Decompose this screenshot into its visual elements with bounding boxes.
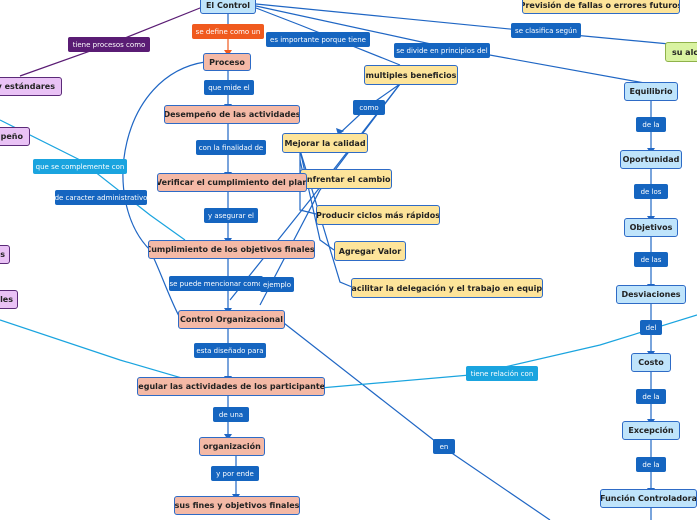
link-en[interactable]: en bbox=[433, 439, 455, 454]
node-verificar-plan[interactable]: Verificar el cumplimiento del plan bbox=[157, 173, 307, 192]
node-desviaciones[interactable]: Desviaciones bbox=[616, 285, 686, 304]
node-estandares[interactable]: e y estándares bbox=[0, 77, 62, 96]
node-left-s[interactable]: s bbox=[0, 245, 10, 264]
link-que-se-complementa[interactable]: que se complemente con bbox=[33, 159, 127, 174]
node-objetivos[interactable]: Objetivos bbox=[624, 218, 678, 237]
node-control-organizacional[interactable]: Control Organizacional bbox=[178, 310, 285, 329]
connector bbox=[229, 83, 401, 301]
node-oportunidad[interactable]: Oportunidad bbox=[620, 150, 682, 169]
node-mejorar-calidad[interactable]: Mejorar la calidad bbox=[282, 133, 368, 153]
connector bbox=[255, 7, 401, 66]
node-el-control[interactable]: El Control bbox=[200, 0, 256, 14]
link-se-clasifica[interactable]: se clasifica según bbox=[511, 23, 581, 38]
connector bbox=[0, 314, 697, 396]
node-su-alc[interactable]: su alc bbox=[665, 42, 697, 62]
node-multiples-beneficios[interactable]: multiples beneficios bbox=[364, 65, 458, 85]
node-facilitar-delegacion[interactable]: Facilitar la delegación y el trabajo en … bbox=[351, 278, 543, 298]
link-de-la-excepcion[interactable]: de la bbox=[636, 457, 666, 472]
node-agregar-valor[interactable]: Agregar Valor bbox=[334, 241, 406, 261]
node-regular-actividades[interactable]: Regular las actividades de los participa… bbox=[137, 377, 325, 396]
node-desempeno-actividades[interactable]: Desempeño de las actividades bbox=[164, 105, 300, 124]
node-proceso[interactable]: Proceso bbox=[203, 53, 251, 71]
link-de-los-oportunidad[interactable]: de los bbox=[634, 184, 668, 199]
node-enfrentar-cambio[interactable]: Enfrentar el cambio bbox=[300, 169, 392, 189]
link-y-por-ende[interactable]: y por ende bbox=[211, 466, 259, 481]
node-equilibrio[interactable]: Equilibrio bbox=[624, 82, 678, 101]
link-se-define[interactable]: se define como un bbox=[192, 24, 264, 39]
link-como[interactable]: como bbox=[353, 100, 385, 115]
link-se-puede-mencionar[interactable]: se puede mencionar como bbox=[169, 276, 263, 291]
node-desempeno-partial[interactable]: peño bbox=[0, 127, 30, 146]
node-costo[interactable]: Costo bbox=[631, 353, 671, 372]
connector bbox=[299, 149, 353, 288]
link-tiene-procesos[interactable]: tiene procesos como bbox=[68, 37, 150, 52]
link-ejemplo[interactable]: ejemplo bbox=[260, 277, 294, 292]
node-left-les[interactable]: les bbox=[0, 290, 18, 309]
link-de-las-objetivos[interactable]: de las bbox=[634, 252, 668, 267]
node-producir-ciclos[interactable]: Producir ciclos más rápidos bbox=[316, 205, 440, 225]
connector bbox=[122, 61, 206, 319]
link-de-una[interactable]: de una bbox=[213, 407, 249, 422]
link-de-la-costo[interactable]: de la bbox=[636, 389, 666, 404]
link-y-asegurar[interactable]: y asegurar el bbox=[204, 208, 258, 223]
link-de-la-equilibrio[interactable]: de la bbox=[636, 117, 666, 132]
link-que-mide[interactable]: que mide el bbox=[204, 80, 254, 95]
link-de-caracter[interactable]: de caracter administrativo bbox=[55, 190, 147, 205]
link-se-divide[interactable]: se divide en principios del bbox=[394, 43, 490, 58]
link-esta-disenado[interactable]: esta diseñado para bbox=[194, 343, 266, 358]
link-con-la-finalidad[interactable]: con la finalidad de bbox=[196, 140, 266, 155]
node-organizacion[interactable]: organización bbox=[199, 437, 265, 456]
node-excepcion[interactable]: Excepción bbox=[622, 421, 680, 440]
link-del-desviaciones[interactable]: del bbox=[640, 320, 662, 335]
node-funcion-controladora[interactable]: Función Controladora bbox=[600, 489, 697, 508]
link-tiene-relacion[interactable]: tiene relación con bbox=[466, 366, 538, 381]
link-es-importante[interactable]: es importante porque tiene bbox=[266, 32, 370, 47]
connector bbox=[279, 319, 551, 520]
node-sus-fines[interactable]: sus fines y objetivos finales bbox=[174, 496, 300, 515]
node-prevision[interactable]: Previsión de fallas o errores futuros bbox=[522, 0, 680, 14]
node-cumplimiento-objetivos[interactable]: Cumplimiento de los objetivos finales. bbox=[148, 240, 315, 259]
connector bbox=[0, 119, 186, 241]
